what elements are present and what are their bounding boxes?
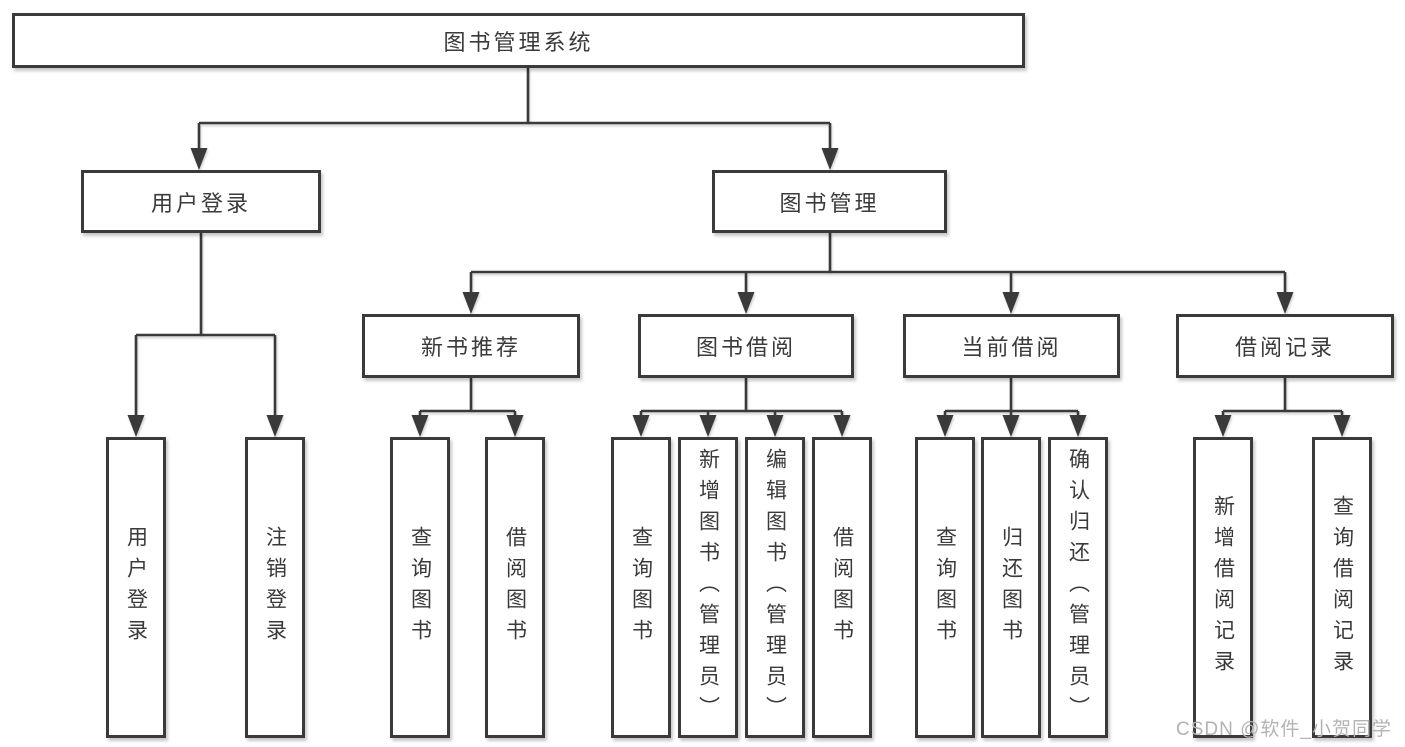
node-book-borrow: 图书借阅 xyxy=(638,314,854,378)
arrowhead-icon xyxy=(1002,292,1020,314)
node-label: 新增借阅记录 xyxy=(1211,494,1235,681)
node-label: 借阅图书 xyxy=(503,525,527,650)
arrowhead-icon xyxy=(266,415,284,437)
node-label: 图书管理 xyxy=(779,190,880,216)
arrowhead-icon xyxy=(833,415,851,437)
node-label: 编辑图书（管理员） xyxy=(763,448,787,727)
node-new-book-recommend: 新书推荐 xyxy=(362,314,580,378)
node-root-system: 图书管理系统 xyxy=(12,13,1025,68)
arrowhead-icon xyxy=(127,415,145,437)
node-current-borrow: 当前借阅 xyxy=(903,314,1120,378)
node-label: 当前借阅 xyxy=(961,335,1062,360)
node-label: 借阅图书 xyxy=(830,525,854,650)
arrowhead-icon xyxy=(936,415,954,437)
node-leaf-logout: 注销登录 xyxy=(245,437,305,738)
arrowhead-icon xyxy=(1214,415,1232,437)
node-label: 图书管理系统 xyxy=(443,29,594,55)
node-leaf-user-login: 用户登录 xyxy=(106,437,166,738)
arrowhead-icon xyxy=(737,292,755,314)
arrowhead-icon xyxy=(766,415,784,437)
node-leaf-confirm-return-admin: 确认归还（管理员） xyxy=(1048,437,1108,738)
node-leaf-query-books-recommend: 查询图书 xyxy=(390,437,450,738)
node-label: 查询借阅记录 xyxy=(1330,494,1354,681)
node-leaf-add-books-admin: 新增图书（管理员） xyxy=(678,437,738,738)
node-user-login: 用户登录 xyxy=(81,170,321,233)
node-leaf-return-books: 归还图书 xyxy=(981,437,1041,738)
connector-book-borrow-children xyxy=(632,378,851,437)
arrowhead-icon xyxy=(1276,292,1294,314)
node-leaf-borrow-books: 借阅图书 xyxy=(812,437,872,738)
node-label: 查询图书 xyxy=(629,525,653,650)
node-borrow-record: 借阅记录 xyxy=(1176,314,1394,378)
node-leaf-borrow-books-recommend: 借阅图书 xyxy=(485,437,545,738)
node-label: 新书推荐 xyxy=(420,335,521,360)
connector-new-book-recommend-children xyxy=(411,378,524,437)
node-label: 查询图书 xyxy=(408,525,432,650)
node-label: 查询图书 xyxy=(933,525,957,650)
arrowhead-icon xyxy=(506,415,524,437)
node-leaf-edit-books-admin: 编辑图书（管理员） xyxy=(745,437,805,738)
node-leaf-query-borrow-record: 查询借阅记录 xyxy=(1312,437,1372,738)
connector-borrow-record-children xyxy=(1214,378,1351,437)
arrowhead-icon xyxy=(632,415,650,437)
connector-user-login-children xyxy=(127,233,284,437)
node-label: 确认归还（管理员） xyxy=(1066,448,1090,727)
connector-root-to-level2 xyxy=(190,68,839,170)
connector-current-borrow-children xyxy=(936,378,1087,437)
node-label: 借阅记录 xyxy=(1234,335,1335,360)
arrowhead-icon xyxy=(411,415,429,437)
node-label: 用户登录 xyxy=(150,190,251,216)
node-label: 归还图书 xyxy=(999,525,1023,650)
node-label: 新增图书（管理员） xyxy=(696,448,720,727)
node-label: 图书借阅 xyxy=(695,335,796,360)
node-label: 用户登录 xyxy=(124,525,148,650)
node-leaf-query-books-current: 查询图书 xyxy=(915,437,975,738)
arrowhead-icon xyxy=(190,148,208,170)
arrowhead-icon xyxy=(1333,415,1351,437)
arrowhead-icon xyxy=(699,415,717,437)
node-leaf-add-borrow-record: 新增借阅记录 xyxy=(1193,437,1253,738)
csdn-watermark: CSDN @软件_小贺同学 xyxy=(1176,719,1392,740)
connector-book-management-children xyxy=(462,233,1294,314)
arrowhead-icon xyxy=(1002,415,1020,437)
node-book-management: 图书管理 xyxy=(712,170,947,233)
node-leaf-query-books-borrow: 查询图书 xyxy=(611,437,671,738)
arrowhead-icon xyxy=(1069,415,1087,437)
arrowhead-icon xyxy=(462,292,480,314)
node-label: 注销登录 xyxy=(263,525,287,650)
arrowhead-icon xyxy=(821,148,839,170)
